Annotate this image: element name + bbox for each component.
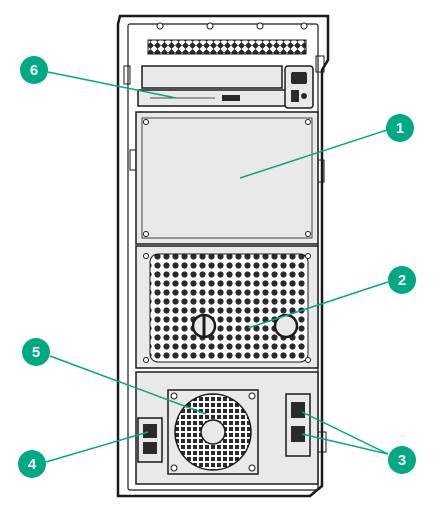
drive-bay-panel-icon [129,111,325,245]
callout-label-2: 2 [398,272,406,289]
callout-label-5: 5 [32,344,40,361]
power-button-icon [284,65,314,109]
callout-3: 3 [388,446,416,474]
callout-label-1: 1 [396,120,404,137]
side-latch-right [315,55,325,73]
optical-drive-icon [137,65,287,107]
power-supply-icon [137,417,163,463]
callout-badge [388,446,416,474]
callout-badge [20,56,48,84]
callout-badge [18,450,46,478]
callout-6: 6 [20,56,48,84]
usb-port-icon [285,393,327,457]
callout-5: 5 [22,338,50,366]
fan-icon [167,389,259,475]
callout-1: 1 [386,114,414,142]
side-latch [123,65,131,85]
callout-label-6: 6 [30,62,38,79]
callout-badge [388,266,416,294]
callout-label-3: 3 [398,452,406,469]
callout-2: 2 [388,266,416,294]
leader-line-3a [301,411,389,455]
leader-line-4 [45,431,149,463]
vent-grille-icon [135,245,319,369]
callout-badge [386,114,414,142]
leader-line-3b [301,433,389,455]
leader-line-5 [49,355,207,415]
callout-badge [22,338,50,366]
leader-line-6 [47,71,177,99]
top-vent-grille [147,39,307,55]
leader-line-1 [239,129,388,179]
callout-4: 4 [18,450,46,478]
leader-line-2 [247,281,389,329]
top-screws [156,22,308,30]
leader-lines [45,71,389,463]
callout-label-4: 4 [28,456,37,473]
